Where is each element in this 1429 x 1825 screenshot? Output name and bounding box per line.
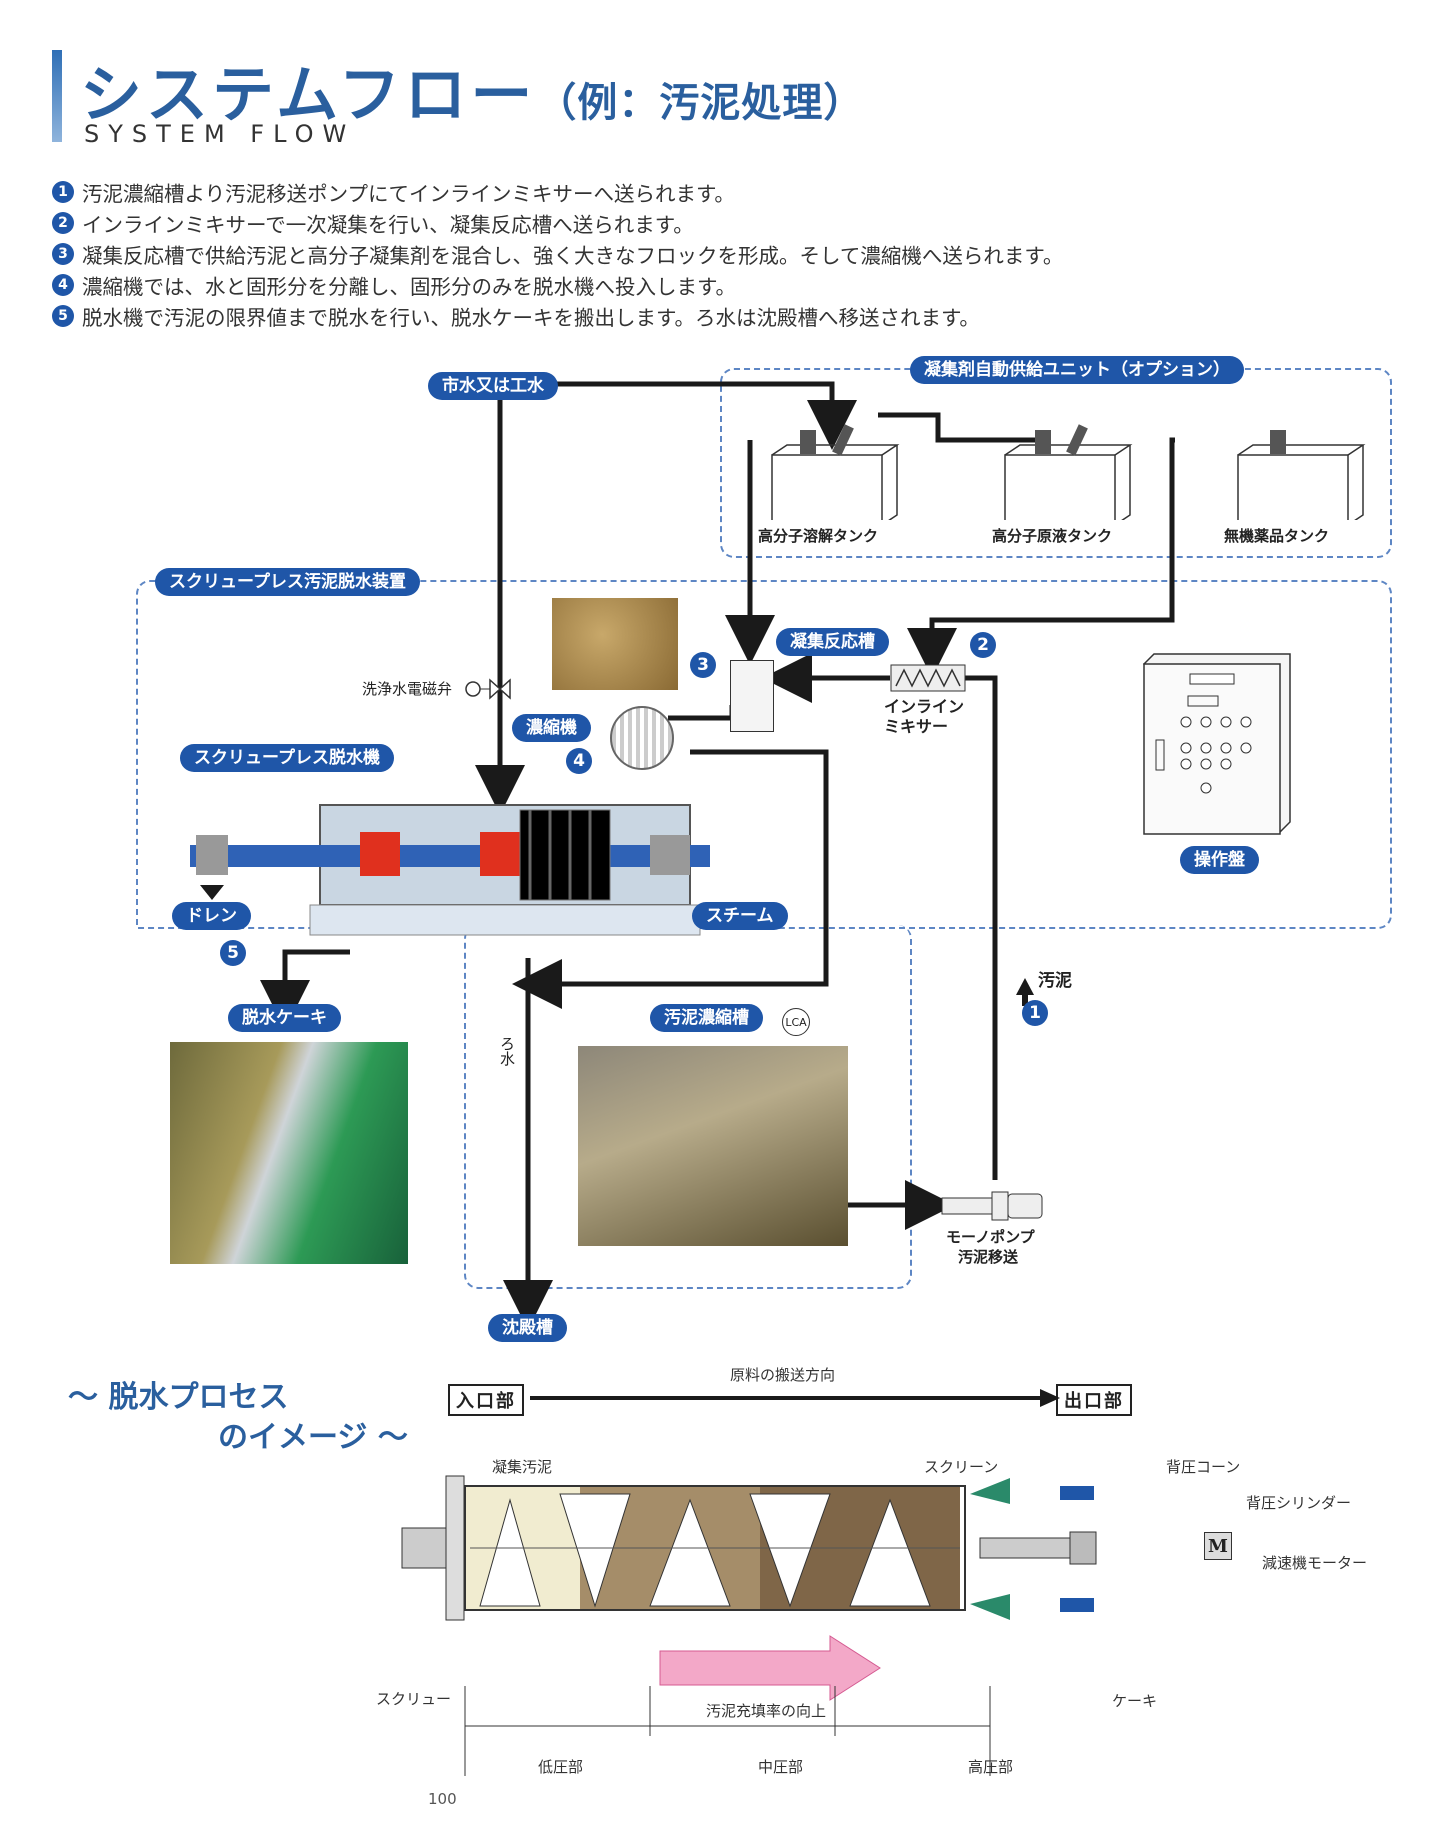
screw-process-drawing [401, 1389, 1097, 1776]
flocculant-unit-label: 凝集剤自動供給ユニット（オプション） [910, 356, 1244, 384]
pump-label-1: モーノポンプ [946, 1228, 1035, 1246]
sludge-tank-photo [578, 1046, 848, 1246]
step-marker-3: 3 [690, 652, 716, 678]
page-title: システムフロー（例：汚泥処理） [80, 58, 865, 131]
step-marker-1: 1 [1022, 1000, 1048, 1026]
cake-label: 脱水ケーキ [228, 1004, 341, 1032]
reaction-tank [730, 660, 774, 732]
step-text: 脱水機で汚泥の限界値まで脱水を行い、脱水ケーキを搬出します。ろ水は沈殿槽へ移送さ… [82, 305, 980, 330]
step-item: 1 汚泥濃縮槽より汚泥移送ポンプにてインラインミキサーへ送られます。 [52, 176, 1352, 207]
dewatering-device-label: スクリュープレス汚泥脱水装置 [155, 568, 420, 596]
valve-icon [465, 678, 511, 700]
outlet-label: 出口部 [1056, 1384, 1132, 1416]
drain-label: ドレン [172, 902, 251, 930]
step-text: 汚泥濃縮槽より汚泥移送ポンプにてインラインミキサーへ送られます。 [82, 181, 735, 206]
flocculated-sludge-label: 凝集汚泥 [492, 1458, 553, 1476]
filtrate-label: ろ水 [498, 1036, 516, 1066]
step-item: 4 濃縮機では、水と固形分を分離し、固形分のみを脱水機へ投入します。 [52, 269, 1352, 300]
screw-label: スクリュー [376, 1690, 452, 1708]
chemical-tanks [771, 424, 1366, 520]
thickener-drum [610, 706, 674, 770]
tank1-label: 高分子溶解タンク [758, 527, 879, 545]
cake-output-label: ケーキ [1112, 1692, 1158, 1710]
control-panel-icon [1142, 653, 1291, 835]
high-pressure-label: 高圧部 [968, 1758, 1014, 1776]
step-text: 凝集反応槽で供給汚泥と高分子凝集剤を混合し、強く大きなフロックを形成。そして濃縮… [82, 243, 1064, 268]
dewatering-machine-label: スクリュープレス脱水機 [180, 744, 394, 772]
sludge-label: 汚泥 [1038, 971, 1072, 991]
water-supply-label: 市水又は工水 [428, 372, 558, 400]
step-item: 5 脱水機で汚泥の限界値まで脱水を行い、脱水ケーキを搬出します。ろ水は沈殿槽へ移送… [52, 300, 1352, 331]
title-accent-bar [52, 50, 62, 142]
step-list: 1 汚泥濃縮槽より汚泥移送ポンプにてインラインミキサーへ送られます。 2 インライン… [52, 176, 1352, 331]
inline-mixer-label-1: インライン [884, 697, 965, 716]
control-panel-label: 操作盤 [1180, 846, 1259, 874]
mid-pressure-label: 中圧部 [758, 1758, 804, 1776]
back-cylinder-label: 背圧シリンダー [1246, 1494, 1352, 1512]
process-title-line2: のイメージ ～ [218, 1420, 408, 1455]
page-title-sub: （例：汚泥処理） [536, 80, 865, 126]
step-item: 3 凝集反応槽で供給汚泥と高分子凝集剤を混合し、強く大きなフロックを形成。そして濃… [52, 238, 1352, 269]
step-number: 3 [52, 242, 74, 265]
lca-indicator: LCA [782, 1008, 810, 1036]
steam-label: スチーム [692, 902, 788, 930]
wash-valve-label: 洗浄水電磁弁 [362, 680, 453, 698]
thickener-label: 濃縮機 [512, 714, 591, 742]
motor-label: 減速機モーター [1262, 1554, 1368, 1572]
back-cone-label: 背圧コーン [1166, 1458, 1241, 1476]
reaction-tank-label: 凝集反応槽 [776, 628, 889, 656]
settling-tank-label: 沈殿槽 [488, 1314, 567, 1342]
step-text: 濃縮機では、水と固形分を分離し、固形分のみを脱水機へ投入します。 [82, 274, 736, 299]
motor-mark: M [1204, 1532, 1232, 1560]
step-number: 2 [52, 211, 74, 234]
step-marker-2: 2 [970, 632, 996, 658]
step-number: 4 [52, 273, 74, 296]
direction-label: 原料の搬送方向 [730, 1366, 836, 1384]
inlet-label: 入口部 [448, 1384, 524, 1416]
step-number: 5 [52, 304, 74, 327]
step-marker-5: 5 [220, 940, 246, 966]
tank3-label: 無機薬品タンク [1224, 527, 1330, 545]
step-text: インラインミキサーで一次凝集を行い、凝集反応槽へ送られます。 [82, 212, 694, 237]
page-number: 100 [428, 1790, 457, 1808]
pump-label-2: 汚泥移送 [958, 1248, 1019, 1266]
process-title: ～ 脱水プロセス のイメージ ～ [68, 1378, 408, 1458]
step-number: 1 [52, 180, 74, 203]
screw-press-machine [190, 804, 710, 936]
inline-mixer-label-2: ミキサー [884, 717, 949, 736]
fill-rate-label: 汚泥充填率の向上 [706, 1702, 827, 1720]
low-pressure-label: 低圧部 [538, 1758, 584, 1776]
process-title-line1: ～ 脱水プロセス [68, 1380, 289, 1415]
sludge-tank-label: 汚泥濃縮槽 [650, 1004, 763, 1032]
screen-label: スクリーン [924, 1458, 999, 1476]
page-subtitle: SYSTEM FLOW [84, 120, 356, 148]
tank2-label: 高分子原液タンク [992, 527, 1113, 545]
sludge-tank-frame [464, 925, 912, 1289]
floc-photo [552, 598, 678, 690]
cake-photo [170, 1042, 408, 1264]
step-item: 2 インラインミキサーで一次凝集を行い、凝集反応槽へ送られます。 [52, 207, 1352, 238]
inline-mixer-icon [890, 664, 966, 692]
pump-icon [941, 1191, 1043, 1221]
step-marker-4: 4 [566, 748, 592, 774]
